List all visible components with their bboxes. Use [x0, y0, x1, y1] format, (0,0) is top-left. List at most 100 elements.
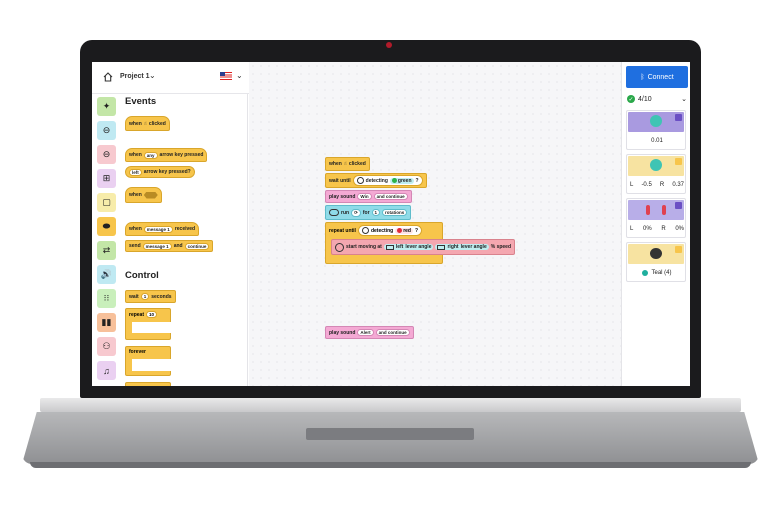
rotations-input[interactable]: 1: [371, 209, 381, 216]
grid-icon: ⁝⁝: [103, 293, 110, 303]
speaker-icon: 🔊: [100, 269, 113, 279]
looks-category-button[interactable]: ⊞: [97, 169, 116, 188]
right-lever-icon: [662, 205, 666, 215]
connect-label: Connect: [647, 73, 674, 81]
send-message-block[interactable]: send message 1 and continue: [125, 240, 214, 252]
block-label: when: [129, 226, 142, 232]
chevron-down-icon[interactable]: ⌄: [236, 71, 243, 80]
block-label: when: [329, 161, 342, 167]
arrow-key-pressed-boolean[interactable]: left arrow key pressed?: [125, 166, 195, 178]
color-dropdown[interactable]: red: [395, 227, 413, 234]
us-flag-icon[interactable]: [220, 72, 232, 80]
lever-image: [628, 200, 684, 220]
left-label: L: [630, 182, 634, 188]
when-clicked-block[interactable]: when ☝ clicked: [125, 116, 170, 131]
device-card-1[interactable]: 0.01: [626, 110, 686, 150]
toggle-icon: ⬬: [102, 221, 111, 231]
person-add-icon: ⚇: [102, 341, 111, 351]
value-text: Teal (4): [651, 270, 672, 276]
partial-block[interactable]: [125, 382, 171, 386]
bluetooth-icon: ᛒ: [640, 73, 645, 81]
play-sound-alert-block[interactable]: play sound Alert and continue: [325, 326, 414, 339]
mode-dropdown[interactable]: and continue: [375, 329, 410, 336]
detecting-condition[interactable]: detecting red ?: [357, 225, 423, 236]
rotate-direction-dropdown[interactable]: ⟳: [351, 208, 361, 217]
play-sound-win-block[interactable]: play sound Win and continue: [325, 190, 412, 203]
direction-dropdown[interactable]: left: [129, 168, 142, 176]
block-label: play sound: [329, 329, 356, 336]
sensor-icon: [361, 227, 369, 234]
when-clicked-script-block[interactable]: when ☝ clicked: [325, 157, 370, 171]
red-dot-icon: [397, 228, 403, 233]
device-count-row[interactable]: ✓ 4/10 ⌄: [627, 94, 687, 104]
right-value: 0%: [675, 226, 684, 232]
home-icon[interactable]: [103, 72, 113, 82]
mode-dropdown[interactable]: and continue: [373, 193, 408, 200]
lever-icon: [437, 244, 446, 250]
people-category-button[interactable]: ⚇: [97, 337, 116, 356]
project-title[interactable]: Project 1: [120, 73, 150, 80]
block-label: arrow key pressed: [159, 152, 204, 158]
wait-until-block[interactable]: wait until detecting green ?: [325, 173, 427, 188]
block-label: clicked: [348, 161, 366, 167]
device-card-2[interactable]: L -0.5 R 0.37: [626, 154, 686, 194]
message-dropdown[interactable]: message 1: [143, 225, 173, 233]
seconds-input[interactable]: 1: [140, 293, 150, 300]
start-moving-block[interactable]: start moving at left lever angle right l…: [331, 239, 516, 255]
block-label: play sound: [329, 193, 356, 200]
block-label: run: [341, 209, 350, 216]
run-motor-block[interactable]: run ⟳ for 1 rotations: [325, 205, 412, 220]
forever-block[interactable]: forever: [125, 346, 172, 376]
device-card-3[interactable]: L 0% R 0%: [626, 198, 686, 238]
unit-dropdown[interactable]: rotations: [382, 209, 408, 216]
message-dropdown[interactable]: message 1: [142, 242, 172, 250]
sound-dropdown[interactable]: Alert: [357, 329, 374, 336]
when-arrow-key-block[interactable]: when any arrow key pressed: [125, 148, 208, 162]
color-label: red: [403, 227, 411, 234]
repeat-slot: [132, 322, 172, 333]
music-category-button[interactable]: ♫: [97, 361, 116, 380]
when-shape-block[interactable]: when: [125, 187, 162, 203]
key-dropdown[interactable]: any: [143, 151, 158, 159]
left-lever-input[interactable]: left lever angle: [383, 244, 434, 250]
block-label: seconds: [151, 293, 172, 300]
script-canvas[interactable]: when ☝ clicked wait until detecting gree…: [249, 62, 621, 386]
chevron-down-icon[interactable]: ⌄: [681, 96, 687, 103]
block-label: clicked: [148, 120, 166, 127]
sensor-icon: ▢: [102, 197, 111, 207]
when-message-received-block[interactable]: when message 1 received: [125, 222, 200, 236]
connect-button[interactable]: ᛒ Connect: [626, 66, 688, 88]
wait-seconds-block[interactable]: wait 1 seconds: [125, 290, 176, 303]
mode-dropdown[interactable]: continue: [184, 242, 210, 250]
repeat-count-input[interactable]: 10: [146, 311, 158, 318]
right-lever-input[interactable]: right lever angle: [435, 244, 489, 250]
variables-category-button[interactable]: ⇄: [97, 241, 116, 260]
sound-dropdown[interactable]: Win: [357, 193, 372, 200]
block-label: start moving at: [346, 244, 382, 250]
robot-icon: [335, 242, 344, 252]
detecting-condition[interactable]: detecting green ?: [352, 175, 423, 186]
green-dot-icon: [391, 178, 397, 183]
device-card-4[interactable]: Teal (4): [626, 242, 686, 282]
motion-category-button[interactable]: ⊖: [97, 145, 116, 164]
chart-category-button[interactable]: ▮▮: [97, 313, 116, 332]
lists-category-button[interactable]: ⁝⁝: [97, 289, 116, 308]
chevron-down-icon[interactable]: ⌄: [149, 71, 156, 80]
hexagon-slot-icon[interactable]: [143, 191, 158, 199]
top-bar: Project 1 ⌄ ⌄: [92, 62, 250, 94]
lever-icon: [385, 244, 394, 250]
sensing-category-button[interactable]: ▢: [97, 193, 116, 212]
block-label: right: [447, 244, 459, 250]
block-label: ?: [415, 177, 419, 184]
teal-dot-icon: [642, 270, 649, 276]
operators-category-button[interactable]: ⬬: [97, 217, 116, 236]
block-label: received: [174, 226, 196, 232]
block-label: forever: [129, 349, 146, 355]
music-note-icon: ♫: [103, 365, 110, 376]
color-dropdown[interactable]: green: [389, 177, 414, 184]
sound-category-button[interactable]: 🔊: [97, 265, 116, 284]
repeat-block[interactable]: repeat 10: [125, 308, 172, 340]
control-category-button[interactable]: ⊖: [97, 121, 116, 140]
events-category-button[interactable]: ✦: [97, 97, 116, 116]
block-label: for: [362, 209, 370, 216]
